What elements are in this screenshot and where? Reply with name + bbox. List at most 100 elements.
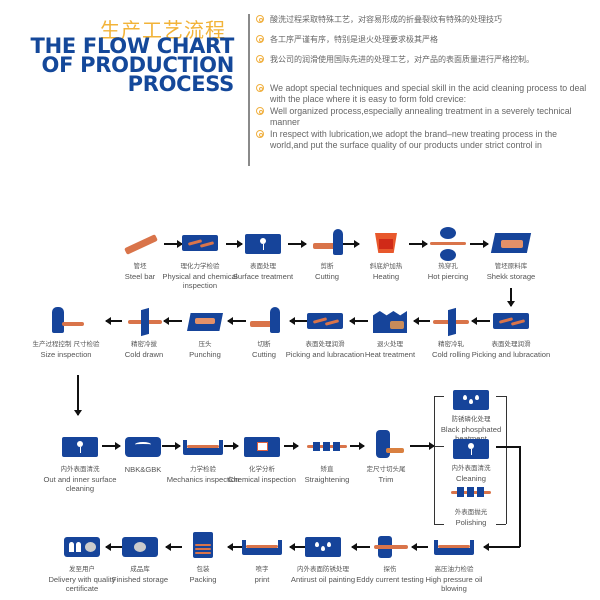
- punching-icon: [185, 309, 225, 335]
- bullet-item: In respect with lubrication,we adopt the…: [256, 129, 596, 151]
- step-label-en: Cutting: [251, 349, 277, 359]
- bullet-text: We adopt special techniques and special …: [270, 83, 587, 104]
- step-nbk-gbk: NBK&GBK: [103, 434, 183, 475]
- page-title: THE FLOW CHART OF PRODUCTION PROCESS: [30, 34, 235, 96]
- bullet-icon: [256, 107, 264, 115]
- flow-arrow: [165, 543, 182, 551]
- bullet-icon: [256, 84, 264, 92]
- flow-arrow: [349, 317, 368, 325]
- step-label-en: NBK&GBK: [124, 465, 162, 474]
- title-line: THE FLOW CHART: [30, 34, 235, 58]
- flow-arrow-down: [507, 288, 515, 307]
- step-label-en: Steel bar: [124, 271, 156, 281]
- step-label-en: Picking and lubracation: [285, 349, 365, 359]
- flow-arrow: [410, 442, 435, 450]
- title-chinese: 生产工艺流程: [100, 18, 226, 42]
- inspection-tray-icon: [180, 231, 220, 257]
- flow-arrow: [163, 317, 182, 325]
- step-label-en: Antirust oil painting: [290, 574, 356, 584]
- flow-arrow: [411, 543, 428, 551]
- step-label-cn: 管坯原料库: [494, 262, 528, 270]
- step-label-cn: 定尺寸切头尾: [366, 465, 406, 473]
- flow-arrow: [409, 240, 428, 248]
- print-icon: [242, 534, 282, 560]
- flow-arrow: [284, 442, 299, 450]
- step-label-cn: 内外表面防锈处理: [297, 565, 349, 573]
- step-label-cn: 表面处理润滑: [491, 340, 531, 348]
- step-label-en: Cold rolling: [432, 349, 470, 359]
- connector-line: [519, 446, 521, 547]
- cold-rolling-icon: [431, 307, 471, 337]
- step-label-en: Punching: [189, 349, 221, 359]
- step-label-cn: 成品库: [130, 565, 150, 573]
- step-label-en: Eddy current testing: [356, 574, 424, 584]
- surface-treatment-icon: [243, 231, 283, 257]
- step-label-en: High pressure oil blowing: [425, 574, 483, 594]
- step-label-cn: 斜底炉加热: [369, 262, 403, 270]
- step-label-cn: 生产过程控制 尺寸检验: [32, 340, 100, 348]
- bullet-list: 酸洗过程采取特殊工艺，对容易形成的折叠裂纹有特殊的处理技巧 各工序严谨有序，特别…: [256, 14, 596, 152]
- furnace-icon: [366, 231, 406, 257]
- step-label-en: Out and inner surface cleaning: [43, 474, 117, 494]
- bullet-icon: [256, 55, 264, 63]
- step-label-cn: 内外表面清洗: [451, 464, 491, 472]
- trim-icon: [366, 430, 406, 460]
- step-label-en: Shekk storage: [486, 271, 536, 281]
- step-label-cn: 力学检验: [190, 465, 216, 473]
- step-label-en: Straightening: [304, 474, 350, 484]
- bullet-icon: [256, 130, 264, 138]
- step-label-en: Polishing: [455, 517, 487, 527]
- step-label-cn: 探伤: [383, 565, 397, 573]
- cleaning-icon: [60, 434, 100, 460]
- step-label-en: Packing: [189, 574, 217, 584]
- step-label-cn: 外表面抛光: [454, 508, 488, 516]
- bracket-right: [506, 396, 507, 524]
- chemical-icon: [242, 434, 282, 460]
- flow-arrow: [164, 240, 183, 248]
- step-label-cn: 防锈磷化处理: [451, 415, 491, 423]
- bullet-item: 酸洗过程采取特殊工艺，对容易形成的折叠裂纹有特殊的处理技巧: [256, 14, 596, 25]
- step-label-en: Size inspection: [40, 349, 92, 359]
- bullet-item: 各工序严谨有序，特别是退火处理要求极其严格: [256, 34, 596, 45]
- title-line: PROCESS: [127, 72, 235, 96]
- step-label-en: Black phosphated heatment: [440, 424, 502, 444]
- high-pressure-icon: [434, 534, 474, 560]
- step-label-cn: 理化力学检验: [180, 262, 220, 270]
- step-label-en: Cold drawn: [124, 349, 164, 359]
- size-inspection-icon: [46, 307, 86, 335]
- step-label-en: Mechanics inspection: [166, 474, 240, 484]
- step-label-en: Picking and lubracation: [471, 349, 551, 359]
- delivery-icon: [62, 534, 102, 560]
- mechanics-icon: [183, 434, 223, 460]
- bullet-icon: [256, 35, 264, 43]
- heat-treatment-icon: [370, 309, 410, 335]
- straightening-icon: [307, 434, 347, 460]
- step-label-cn: 热穿孔: [438, 262, 458, 270]
- step-label-cn: 精密冷拔: [131, 340, 157, 348]
- bullet-text: In respect with lubrication,we adopt the…: [270, 129, 558, 150]
- step-label-cn: 退火处理: [377, 340, 403, 348]
- eddy-current-icon: [370, 534, 410, 560]
- flow-arrow: [343, 240, 360, 248]
- connector-line: [496, 446, 520, 448]
- steel-bar-icon: [120, 231, 160, 257]
- bullet-icon: [256, 15, 264, 23]
